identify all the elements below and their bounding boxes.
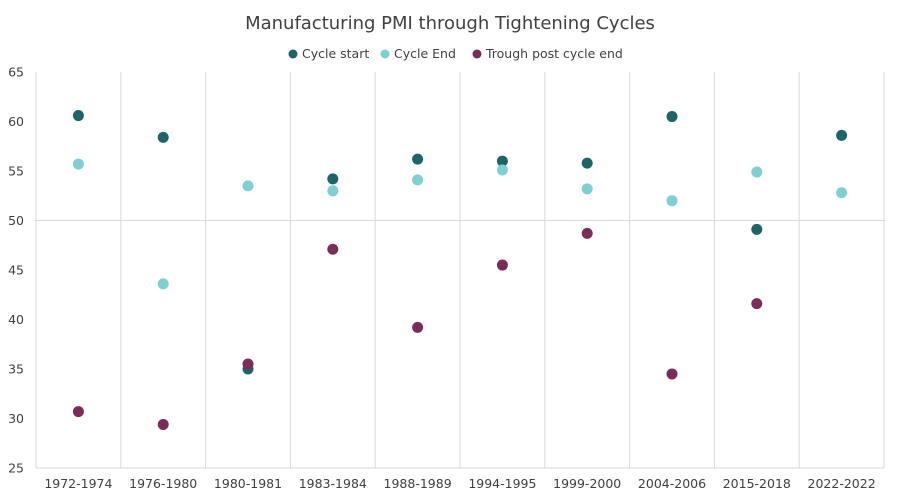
data-point [581,183,593,195]
data-point [836,187,848,199]
data-point [751,166,763,178]
data-point [327,185,339,197]
legend: Cycle start Cycle End Trough post cycle en… [288,46,623,61]
y-tick-label: 35 [8,362,24,377]
legend-label: Trough post cycle end [485,46,623,61]
x-tick-label: 1994-1995 [468,476,536,491]
y-axis: 25 30 35 40 45 50 55 60 65 [8,65,24,476]
legend-marker [380,49,390,59]
data-point [157,131,169,143]
data-point [242,180,254,192]
y-tick-label: 60 [8,114,24,129]
data-point [327,243,339,255]
data-point [327,173,339,185]
x-tick-label: 1980-1981 [214,476,282,491]
y-tick-label: 45 [8,263,24,278]
y-tick-label: 50 [8,213,24,228]
data-point [72,406,84,418]
x-tick-label: 1983-1984 [299,476,367,491]
data-point [581,157,593,169]
data-point [412,174,424,186]
x-tick-label: 2015-2018 [723,476,791,491]
data-point [666,368,678,380]
data-point [72,158,84,170]
data-point [496,259,508,271]
y-tick-label: 30 [8,411,24,426]
y-tick-label: 40 [8,312,24,327]
x-tick-label: 1972-1974 [44,476,112,491]
y-tick-label: 55 [8,164,24,179]
data-point [836,129,848,141]
legend-marker [288,49,298,59]
legend-label: Cycle End [394,46,456,61]
data-point [412,153,424,165]
data-point [412,321,424,333]
data-point [751,223,763,235]
grid-lines [35,72,885,469]
data-point [157,278,169,290]
data-point [666,195,678,207]
data-point [242,358,254,370]
data-point [496,164,508,176]
legend-marker [472,49,482,59]
data-point [751,298,763,310]
x-tick-label: 2022-2022 [808,476,876,491]
data-points [72,110,848,430]
data-point [72,110,84,122]
legend-label: Cycle start [302,46,369,61]
x-tick-label: 1976-1980 [129,476,197,491]
x-tick-label: 1999-2000 [553,476,621,491]
data-point [666,111,678,123]
x-tick-label: 2004-2006 [638,476,706,491]
y-tick-label: 25 [8,461,24,476]
x-axis: 1972-1974 1976-1980 1980-1981 1983-1984 1988… [44,476,875,491]
chart-title: Manufacturing PMI through Tightening Cyc… [245,13,655,34]
data-point [581,227,593,239]
x-tick-label: 1988-1989 [384,476,452,491]
data-point [157,418,169,430]
data-point [496,155,508,167]
y-tick-label: 65 [8,65,24,80]
